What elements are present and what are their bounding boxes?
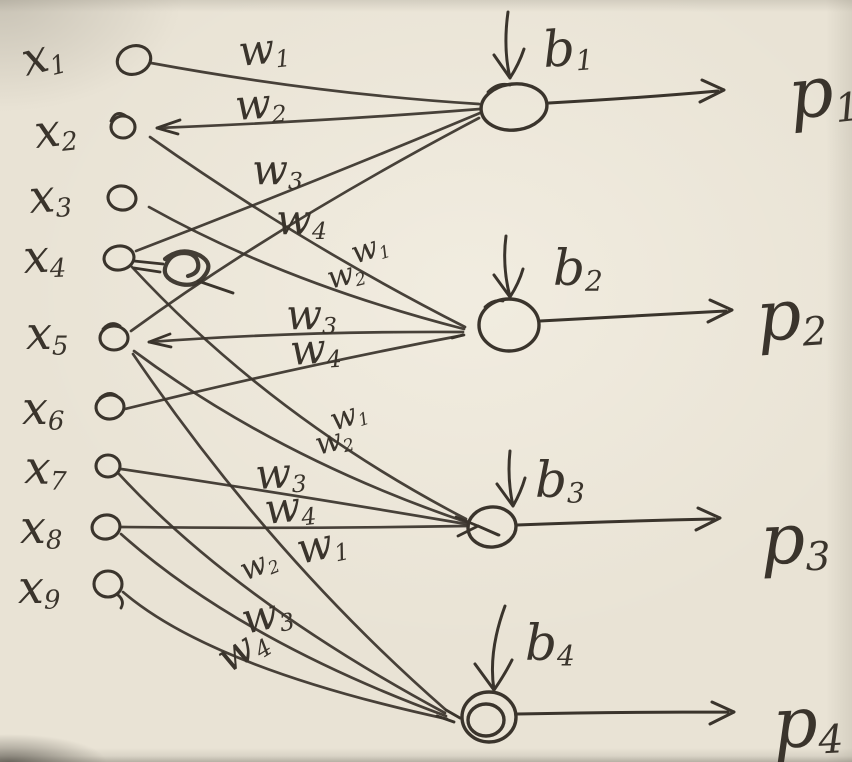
- input-circle-x2: [109, 114, 137, 140]
- arrowhead-neuron4-input-icon: [435, 708, 462, 724]
- neuron-4-circle-inner: [466, 702, 506, 738]
- input-circle-x4: [102, 244, 136, 272]
- input-label-x4: x4: [22, 228, 67, 286]
- connection-x5-n1: [129, 116, 481, 333]
- weight-label-n4-w1: w1: [292, 515, 352, 575]
- input-node-x4: x4: [22, 228, 136, 286]
- input-node-x5: x5: [26, 306, 130, 362]
- input-circle-x6: [94, 393, 126, 421]
- output-arrow-p4: [515, 700, 736, 726]
- bias-arrow-b2: [492, 234, 525, 299]
- weight-label-n1-w1: w1: [236, 22, 292, 77]
- neuron-2-flourish: [483, 299, 505, 309]
- connection-x5-n2: [147, 330, 465, 344]
- neuron-4-circle-outer: [460, 690, 518, 744]
- bias-arrow-b4: [473, 604, 514, 692]
- connection-x5-n3: [132, 349, 468, 524]
- arrowhead-on-x5-line-icon: [147, 332, 173, 349]
- connection-x7-n4: [117, 472, 447, 715]
- connection-x7-n3: [119, 467, 468, 526]
- connection-x5-n4: [131, 352, 448, 712]
- connection-x8-n4: [119, 532, 448, 718]
- input-circle-x5: [98, 324, 130, 352]
- input-label-x1: x1: [16, 24, 71, 88]
- input-node-x8: x8: [20, 500, 122, 556]
- weight-label-n3-w1: w1: [325, 393, 372, 440]
- input-label-x6: x6: [22, 381, 64, 437]
- input-node-x7: x7: [24, 440, 122, 497]
- neuron-4: b4 p4 w1 w2 w3 w4: [207, 515, 845, 762]
- input-circle-x9: [92, 569, 124, 599]
- bias-label-b3: b3: [535, 451, 585, 510]
- neuron-2-circle: [477, 297, 541, 353]
- input-label-x3: x3: [27, 167, 73, 225]
- input-circle-x9-flourish: [116, 593, 124, 610]
- input-node-x2: x2: [32, 101, 137, 161]
- neuron-3-inner-stroke: [476, 524, 501, 537]
- weight-label-n2-w4: w4: [288, 323, 342, 377]
- bias-arrow-b1: [492, 10, 526, 80]
- tick-neuron2-input-icon: [450, 333, 465, 340]
- connection-x8-n3: [119, 524, 468, 530]
- neuron-1-flourish: [486, 82, 512, 94]
- output-label-p2: p2: [753, 271, 828, 359]
- output-arrow-p1: [547, 78, 726, 105]
- connection-x2-n2: [148, 135, 467, 329]
- output-arrow-p3: [515, 506, 722, 532]
- weight-label-n2-w3: w3: [286, 290, 337, 340]
- neuron-2: b2 p2 w1 w2 w3 w4: [286, 229, 829, 377]
- bias-label-b1: b1: [541, 18, 595, 80]
- connection-x4-n3: [130, 265, 468, 521]
- scribble-tail: [196, 279, 235, 295]
- connection-x2-n1: [155, 107, 482, 130]
- bias-label-b4: b4: [525, 614, 575, 673]
- neuron-1: b1 p1 w1 w2 w3 w4: [233, 10, 852, 245]
- output-label-p3: p3: [759, 497, 832, 582]
- connection-x9-n4: [121, 590, 449, 721]
- weight-label-n3-w4: w4: [262, 480, 318, 535]
- neuron-3: b3 p3 w1 w2 w3 w4: [254, 393, 832, 582]
- bias-arrow-b3: [495, 449, 527, 508]
- weight-label-n3-w3: w3: [254, 447, 307, 500]
- weight-label-n4-w2: w2: [235, 541, 284, 589]
- connection-x6-n2: [123, 333, 466, 411]
- input-circle-x7: [94, 453, 122, 479]
- input-node-x6: x6: [22, 381, 126, 437]
- output-label-p4: p4: [771, 679, 845, 762]
- input-circle-x8: [90, 513, 122, 541]
- input-circle-x1: [115, 44, 153, 76]
- input-node-x3: x3: [27, 167, 138, 225]
- connection-x4-n1: [134, 111, 482, 253]
- input-node-x1: x1: [16, 24, 153, 88]
- input-label-x5: x5: [26, 306, 68, 362]
- input-circle-x5-flourish: [101, 322, 122, 331]
- input-label-x9: x9: [18, 560, 60, 616]
- bias-label-b2: b2: [553, 239, 603, 298]
- x4-to-scribble-stroke: [132, 259, 165, 274]
- input-label-x2: x2: [32, 101, 80, 161]
- weight-label-n1-w4: w4: [276, 195, 327, 245]
- scribble-mark: [162, 249, 211, 287]
- neuron-1-circle: [479, 82, 549, 132]
- connection-x1-n1: [149, 61, 481, 106]
- weight-label-n1-w2: w2: [233, 78, 287, 132]
- input-label-x7: x7: [24, 440, 69, 497]
- output-label-p1: p1: [784, 47, 852, 137]
- arrowhead-on-x2-line-icon: [155, 118, 182, 136]
- connection-x3-n2: [147, 205, 466, 331]
- weight-label-n1-w3: w3: [252, 145, 303, 195]
- output-arrow-p2: [538, 298, 734, 324]
- input-circle-x3: [106, 184, 138, 212]
- input-circle-x2-flourish: [109, 112, 128, 123]
- input-node-x9: x9: [18, 560, 124, 616]
- input-circle-x6-flourish: [98, 392, 119, 400]
- input-label-x8: x8: [20, 500, 62, 556]
